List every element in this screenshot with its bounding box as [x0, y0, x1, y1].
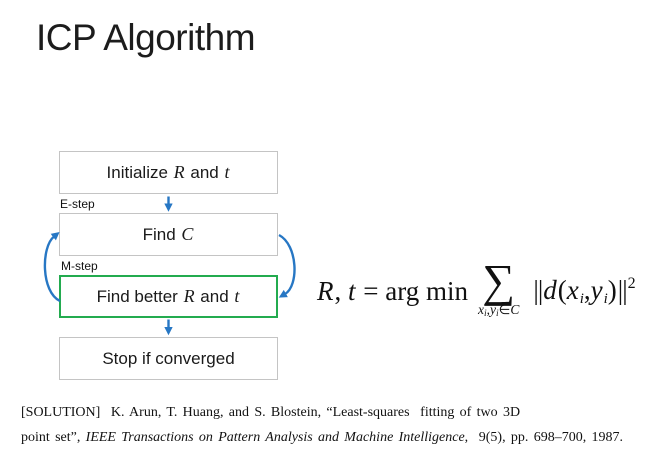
text-token: 2: [627, 274, 636, 292]
text-token: ,: [486, 302, 490, 317]
text-token: i: [603, 290, 608, 307]
text-token: y: [490, 302, 496, 317]
objective-formula: R, t = arg min ∑ xi,yi∈C ||d(xi,yi)||2: [317, 255, 636, 321]
formula-rhs: ||d(xi,yi)||2: [532, 269, 635, 314]
citation-line-1: [SOLUTION] K. Arun, T. Huang, and S. Blo…: [21, 401, 657, 426]
text-token: (: [557, 274, 567, 305]
text-token: and: [195, 286, 234, 306]
text-token: ∈: [498, 302, 511, 317]
text-token: R: [183, 286, 195, 306]
e-step-label: E-step: [60, 197, 95, 211]
text-token: x: [477, 302, 484, 317]
text-token: x: [566, 274, 579, 305]
text-token: ||: [617, 274, 628, 305]
summation: ∑ xi,yi∈C: [478, 255, 519, 321]
text-token: [SOLUTION] K. Arun, T. Huang, and S. Blo…: [21, 405, 521, 420]
flow-box-stop: Stop if converged: [59, 337, 278, 380]
formula-lhs: R, t = arg min: [317, 276, 468, 306]
text-token: C: [510, 302, 520, 317]
text-token: ||: [533, 274, 543, 305]
text-token: ): [607, 274, 617, 305]
text-token: y: [590, 274, 603, 305]
text-token: t: [348, 276, 356, 306]
citation-line-2: point set”, IEEE Transactions on Pattern…: [21, 426, 657, 451]
text-token: IEEE Transactions on Pattern Analysis an…: [85, 429, 465, 445]
sigma-subscript: xi,yi∈C: [478, 303, 519, 321]
reference-citation: [SOLUTION] K. Arun, T. Huang, and S. Blo…: [21, 401, 657, 450]
text-token: t: [224, 162, 230, 182]
text-token: ,: [583, 274, 591, 305]
text-token: Find: [142, 224, 181, 244]
text-token: = arg min: [356, 276, 468, 306]
text-token: Stop if converged: [102, 348, 235, 368]
text-token: and: [185, 162, 224, 182]
text-token: , 9(5), pp. 698–700, 1987.: [464, 429, 623, 445]
slide-title: ICP Algorithm: [36, 17, 256, 58]
text-token: ,: [334, 276, 348, 306]
flow-box-find-better-highlighted: Find better R and t: [59, 275, 278, 318]
flow-box-find-c: Find C: [59, 213, 278, 256]
text-token: i: [496, 309, 499, 319]
text-token: i: [579, 290, 584, 307]
text-token: R: [173, 162, 185, 182]
text-token: C: [181, 224, 194, 244]
loop-arrow-left-up-icon: [43, 231, 61, 303]
text-token: Initialize: [106, 162, 173, 182]
text-token: d: [543, 274, 557, 305]
text-token: i: [483, 309, 487, 319]
text-token: t: [234, 286, 240, 306]
loop-arrow-right-down-icon: [278, 233, 296, 298]
text-token: Find better: [96, 286, 183, 306]
sigma-symbol: ∑: [482, 255, 516, 306]
text-token: R: [317, 276, 334, 306]
m-step-label: M-step: [61, 259, 98, 273]
text-token: point set”,: [21, 429, 86, 445]
flow-box-initialize: Initialize R and t: [59, 151, 278, 194]
